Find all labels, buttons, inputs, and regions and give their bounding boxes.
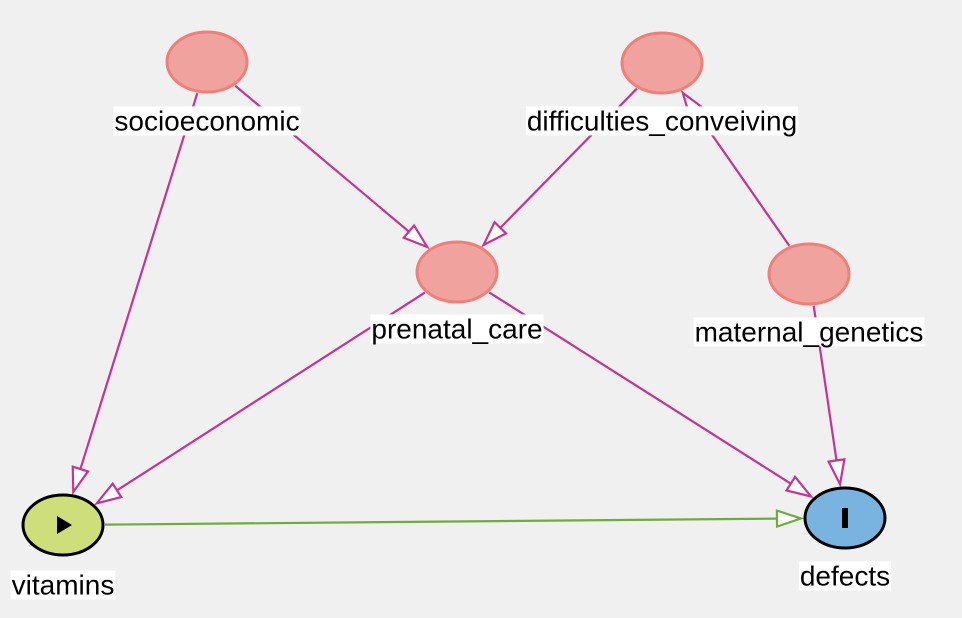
play-icon	[57, 516, 72, 534]
edge-line	[104, 517, 778, 526]
arrowhead-icon	[826, 458, 846, 488]
node-difficulties_conveiving[interactable]	[620, 31, 704, 95]
node-socioeconomic[interactable]	[165, 30, 249, 94]
nodes-layer	[21, 30, 887, 557]
arrowhead-icon	[784, 475, 815, 499]
arrowhead-icon	[93, 481, 124, 506]
edge-socioeconomic-to-vitamins[interactable]	[71, 92, 199, 496]
node-prenatal_care[interactable]	[415, 240, 499, 304]
node-ellipse[interactable]	[415, 240, 499, 304]
edges-layer	[71, 84, 846, 529]
node-label-defects: defects	[798, 560, 892, 591]
labels-layer: socioeconomic difficulties_conveivingpren…	[10, 105, 925, 600]
edge-vitamins-to-defects[interactable]	[104, 509, 805, 529]
node-label-maternal_genetics: maternal_genetics	[693, 316, 925, 347]
label-background	[370, 314, 544, 344]
label-background	[525, 106, 799, 136]
node-label-text: vitamins	[12, 569, 115, 600]
edge-line	[79, 92, 199, 470]
node-label-text: maternal_genetics	[695, 316, 924, 347]
node-ellipse[interactable]	[620, 31, 704, 95]
arrowhead-icon	[401, 223, 430, 250]
node-ellipse[interactable]	[165, 30, 249, 94]
node-label-text: prenatal_care	[371, 313, 542, 344]
node-label-text: socioeconomic	[114, 105, 299, 136]
arrowhead-icon	[775, 509, 805, 529]
node-defects[interactable]	[803, 486, 887, 550]
label-background	[798, 561, 892, 591]
label-background	[10, 570, 116, 600]
arrowhead-icon	[71, 465, 90, 496]
node-ellipse[interactable]	[767, 242, 851, 306]
bar-icon	[842, 508, 848, 528]
node-label-text: defects	[800, 560, 890, 591]
arrowhead-icon	[481, 220, 508, 248]
node-maternal_genetics[interactable]	[767, 242, 851, 306]
node-label-vitamins: vitamins	[10, 569, 116, 600]
node-vitamins[interactable]	[21, 493, 105, 557]
label-background	[113, 106, 301, 136]
label-background	[693, 317, 925, 347]
node-label-socioeconomic: socioeconomic	[113, 105, 301, 136]
node-label-prenatal_care: prenatal_care	[370, 313, 544, 344]
node-label-difficulties_conveiving: difficulties_conveiving	[525, 105, 799, 136]
node-label-text: difficulties_conveiving	[527, 105, 797, 136]
